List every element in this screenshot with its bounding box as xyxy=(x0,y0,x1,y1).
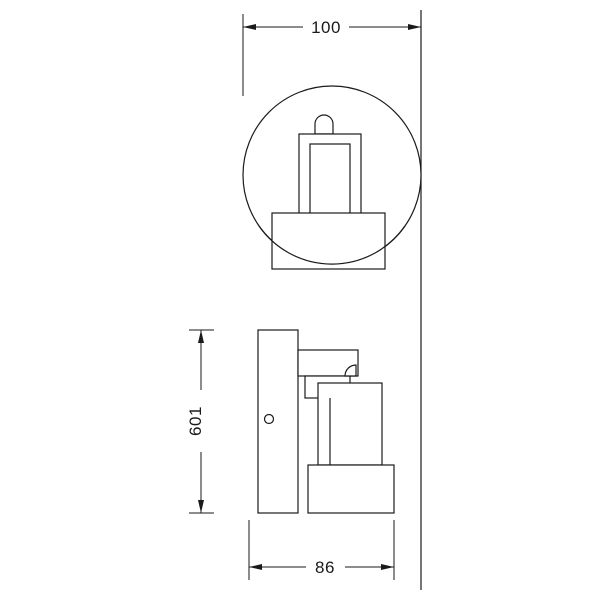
depth-dimension: 86 xyxy=(248,520,395,580)
side-view-head-barrel xyxy=(317,382,383,466)
top-view-knob xyxy=(314,114,334,135)
depth-dimension-label: 86 xyxy=(315,558,335,577)
width-dimension-label: 100 xyxy=(311,18,341,37)
top-view-base-block xyxy=(271,212,386,270)
top-view-plate-bottom-arc xyxy=(258,225,406,265)
top-view xyxy=(242,85,422,270)
side-view-wall-plate xyxy=(257,329,299,514)
height-dimension-label: 601 xyxy=(186,406,205,436)
width-dimension: 100 xyxy=(242,14,421,96)
side-view xyxy=(257,329,395,514)
side-view-pivot-knob xyxy=(344,364,357,377)
height-dimension: 601 xyxy=(186,329,214,514)
side-view-screw-dot xyxy=(263,413,275,425)
top-view-head-inner xyxy=(309,143,351,219)
side-view-head-bezel xyxy=(307,464,395,514)
